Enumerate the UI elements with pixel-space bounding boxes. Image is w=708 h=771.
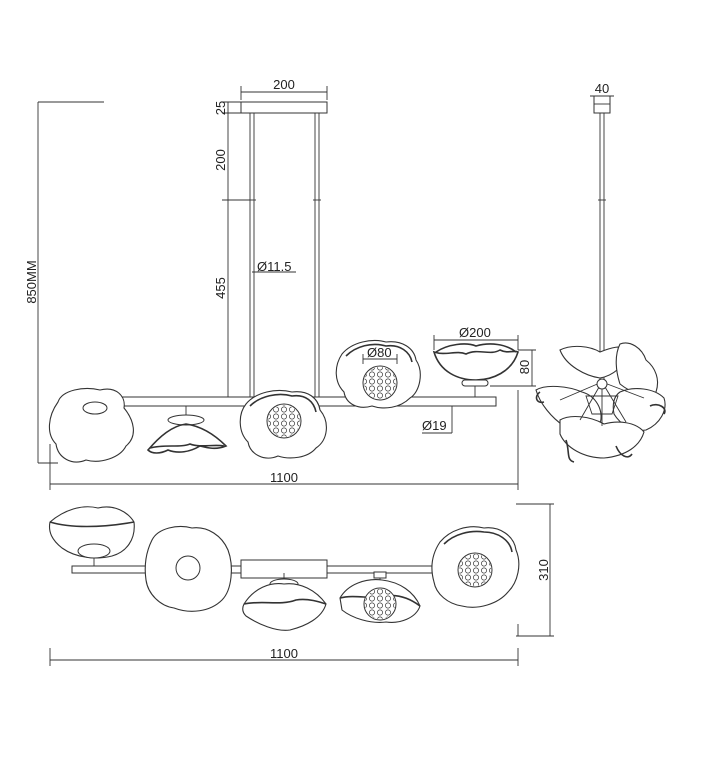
dimension-lines <box>37 86 614 666</box>
rod-diameter-label: Ø11.5 <box>257 259 291 274</box>
top-shade-1 <box>48 506 135 559</box>
bowl-diameter-label: Ø200 <box>459 325 491 340</box>
total-height-label: 850MM <box>24 260 39 303</box>
upper-rod-label: 200 <box>213 149 228 171</box>
lower-rod-label: 455 <box>213 277 228 299</box>
shade-5 <box>432 349 519 381</box>
front-length-label: 1100 <box>270 470 298 485</box>
front-view <box>48 101 519 463</box>
top-view <box>48 506 520 631</box>
canopy <box>240 101 328 114</box>
side-shade-cluster <box>535 342 666 463</box>
arm-diameter-label: Ø19 <box>422 418 447 433</box>
top-shade-3 <box>242 583 327 631</box>
shade-2 <box>146 423 228 454</box>
ball-diameter-label: Ø80 <box>367 345 392 360</box>
dimension-labels: 200 25 200 455 Ø11.5 850MM 1100 Ø80 Ø200… <box>24 77 609 661</box>
side-rod-width-label: 40 <box>595 81 609 96</box>
canopy-width-label: 200 <box>273 77 295 92</box>
canopy-height-label: 25 <box>213 101 228 115</box>
side-view <box>535 95 666 463</box>
bowl-height-label: 80 <box>517 360 532 374</box>
top-depth-label: 310 <box>536 559 551 581</box>
shade-1 <box>48 387 134 463</box>
side-canopy <box>593 95 611 114</box>
top-length-label: 1100 <box>270 646 298 661</box>
